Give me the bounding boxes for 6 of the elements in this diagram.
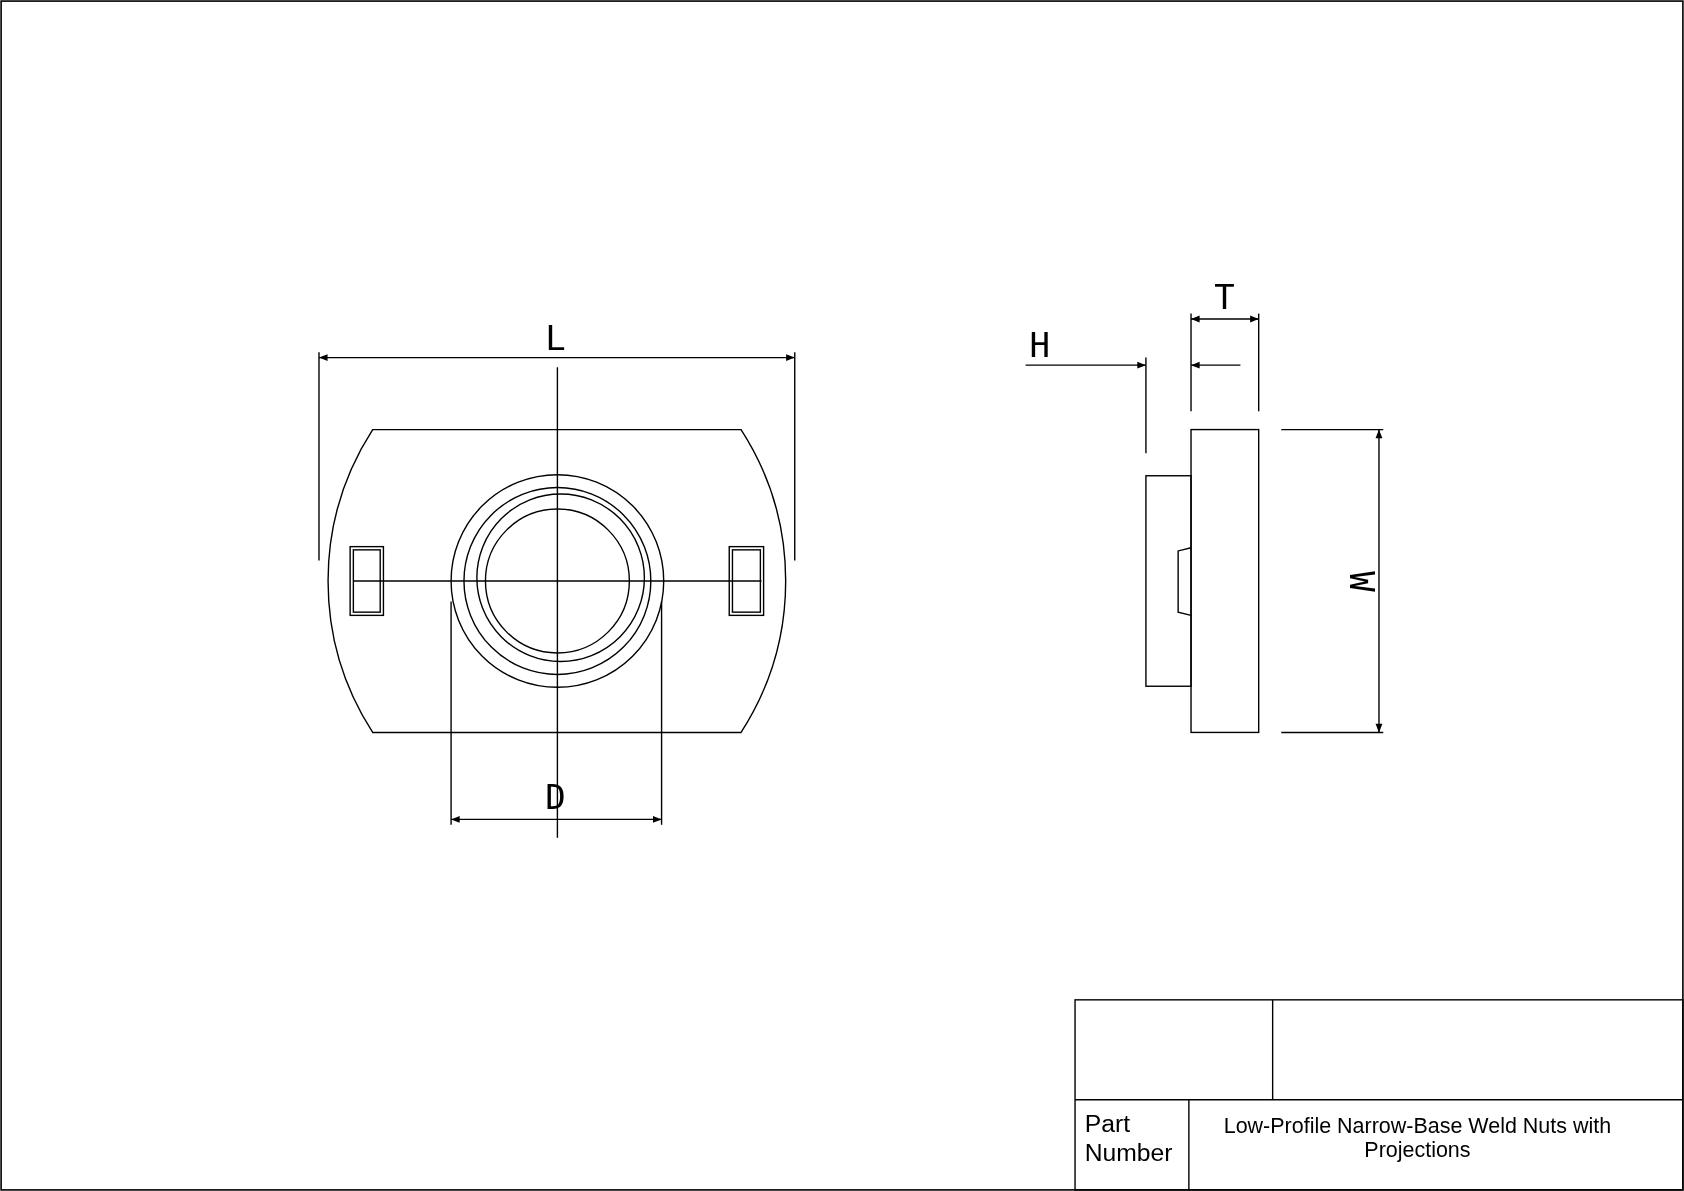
part-number-label: Part Number [1084,1110,1174,1168]
dimension-label: T [1214,278,1235,318]
part-description: Low-Profile Narrow-Base Weld Nuts with Projections [1222,1113,1613,1164]
dimension-label: H [1029,326,1051,366]
dimension-label: L [545,318,566,358]
dimension-label: W [1341,570,1381,592]
